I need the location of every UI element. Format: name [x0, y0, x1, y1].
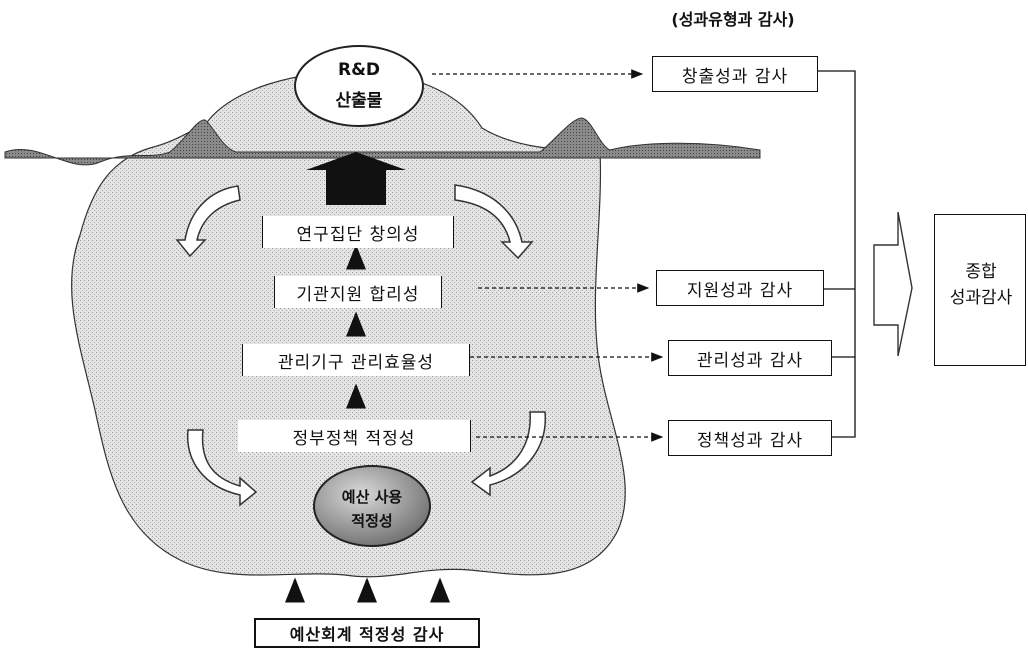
audit-box-management: 관리성과 감사 [668, 340, 832, 376]
curved-arrow-icon [175, 185, 241, 258]
budget-ball [313, 465, 431, 547]
level-policy-adequacy: 정부정책 적정성 [238, 420, 471, 452]
curved-arrow-icon [454, 184, 534, 260]
page-title: (성과유형과 감사) [671, 10, 795, 29]
audit-box-output: 창출성과 감사 [652, 56, 818, 92]
summary-box: 종합 성과감사 [934, 214, 1026, 366]
level-research-creativity: 연구집단 창의성 [262, 216, 454, 248]
bottom-audit-label: 예산회계 적정성 감사 [254, 618, 480, 648]
rnd-tip-line1: R&D [337, 60, 381, 80]
bracket-line [816, 70, 856, 438]
level-institution-rationality: 기관지원 합리성 [274, 276, 442, 308]
summary-line2: 성과감사 [949, 288, 1013, 308]
rnd-tip-line2: 산출물 [335, 91, 383, 111]
water-wave [4, 117, 761, 166]
rnd-tip-ellipse [294, 45, 424, 127]
level-management-efficiency: 관리기구 관리효율성 [242, 344, 470, 376]
audit-box-support: 지원성과 감사 [656, 270, 824, 306]
budget-ball-line1: 예산 사용 [341, 488, 403, 506]
hollow-right-arrow-icon [873, 211, 913, 357]
big-up-arrow-icon [306, 152, 406, 205]
budget-ball-line2: 적정성 [351, 512, 393, 530]
summary-line1: 종합 [965, 262, 997, 282]
audit-box-policy: 정책성과 감사 [668, 420, 832, 456]
curved-arrow-icon [186, 429, 258, 507]
